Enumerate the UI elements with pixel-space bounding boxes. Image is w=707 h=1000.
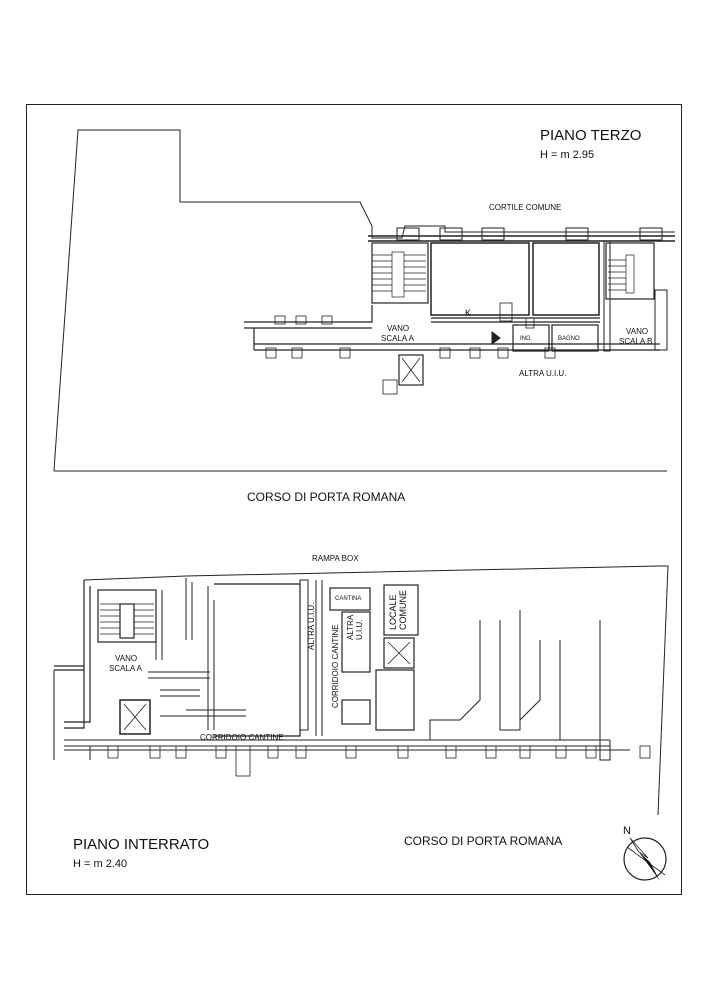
- compass-north-label: N: [623, 825, 631, 837]
- upper-stair-b-label-1: VANO: [626, 327, 648, 336]
- lower-street-label: CORSO DI PORTA ROMANA: [404, 834, 562, 848]
- lower-internal-walls: [148, 578, 246, 730]
- upper-entrance-label: ING.: [520, 336, 533, 342]
- upper-floor-plan: [53, 129, 675, 472]
- upper-street-label: CORSO DI PORTA ROMANA: [247, 490, 405, 504]
- lower-common-room-label-2: COMUNE: [398, 590, 408, 630]
- upper-lot-boundary: [53, 129, 675, 472]
- lower-common-room-block: [383, 584, 419, 636]
- upper-stair-b-label-2: SCALA B: [619, 337, 652, 346]
- lower-cellar-corridor-vertical-label: CORRIDOIO CANTINE: [331, 624, 340, 708]
- lower-cantina-room: [329, 587, 371, 611]
- upper-entrance-room: [512, 324, 550, 352]
- upper-stair-a-label-1: VANO: [387, 324, 409, 333]
- lower-other-unit-short-label-1: ALTRA: [346, 614, 355, 640]
- upper-stair-a-treads: [372, 251, 426, 298]
- lower-stair-a-label-2: SCALA A: [109, 664, 143, 673]
- lower-wall-stubs: [107, 745, 651, 777]
- upper-courtyard-label: CORTILE COMUNE: [489, 203, 561, 212]
- upper-elevator-a: [398, 354, 424, 386]
- upper-other-unit-label: ALTRA U.I.U.: [519, 369, 566, 378]
- lower-cantina-label: CANTINA: [335, 596, 361, 602]
- upper-wall-stubs: [265, 302, 556, 359]
- upper-right-wall: [603, 240, 611, 352]
- lower-stair-a-label-1: VANO: [115, 654, 137, 663]
- lower-other-unit-short-label-2: U.I.U.: [355, 620, 364, 640]
- upper-bathroom-label: BAGNO: [558, 336, 580, 342]
- lower-floor-height: H = m 2.40: [73, 858, 127, 870]
- upper-floor-height: H = m 2.95: [540, 149, 594, 161]
- upper-entrance-arrow-icon: [491, 331, 501, 345]
- upper-top-windows: [396, 227, 663, 241]
- upper-floor-title: PIANO TERZO: [540, 127, 641, 144]
- upper-room-right: [532, 242, 600, 316]
- upper-corridor-walls: [244, 305, 660, 351]
- sheet-frame: [26, 104, 682, 895]
- north-compass-icon: [623, 837, 667, 881]
- lower-other-unit-vertical-label: ALTRA U.I.U.: [307, 603, 316, 650]
- lower-lot-boundary: [83, 565, 669, 816]
- lower-floor-plan: [53, 565, 669, 816]
- upper-stair-b-treads: [608, 254, 635, 294]
- upper-right-edge-wall: [654, 289, 668, 351]
- upper-stair-a-label-2: SCALA A: [381, 334, 415, 343]
- lower-stair-a-treads: [100, 603, 154, 639]
- lower-elevator-a: [119, 699, 151, 735]
- upper-stair-b-box: [605, 242, 655, 300]
- lower-cellar-wall: [299, 579, 309, 731]
- lower-floor-title: PIANO INTERRATO: [73, 836, 209, 853]
- lower-common-room-label-1: LOCALE: [388, 594, 398, 630]
- lower-cellar-corridor-label: CORRIDOIO CANTINE: [200, 733, 284, 742]
- upper-room-k-label: K: [465, 308, 471, 318]
- lower-ramp-label: RAMPA BOX: [312, 554, 359, 563]
- upper-bathroom-room: [551, 324, 599, 352]
- lower-outer-walls: [54, 580, 91, 729]
- lower-bottom-corridor: [64, 610, 630, 761]
- lower-cellar-room: [214, 583, 301, 737]
- upper-room-left: [430, 242, 530, 316]
